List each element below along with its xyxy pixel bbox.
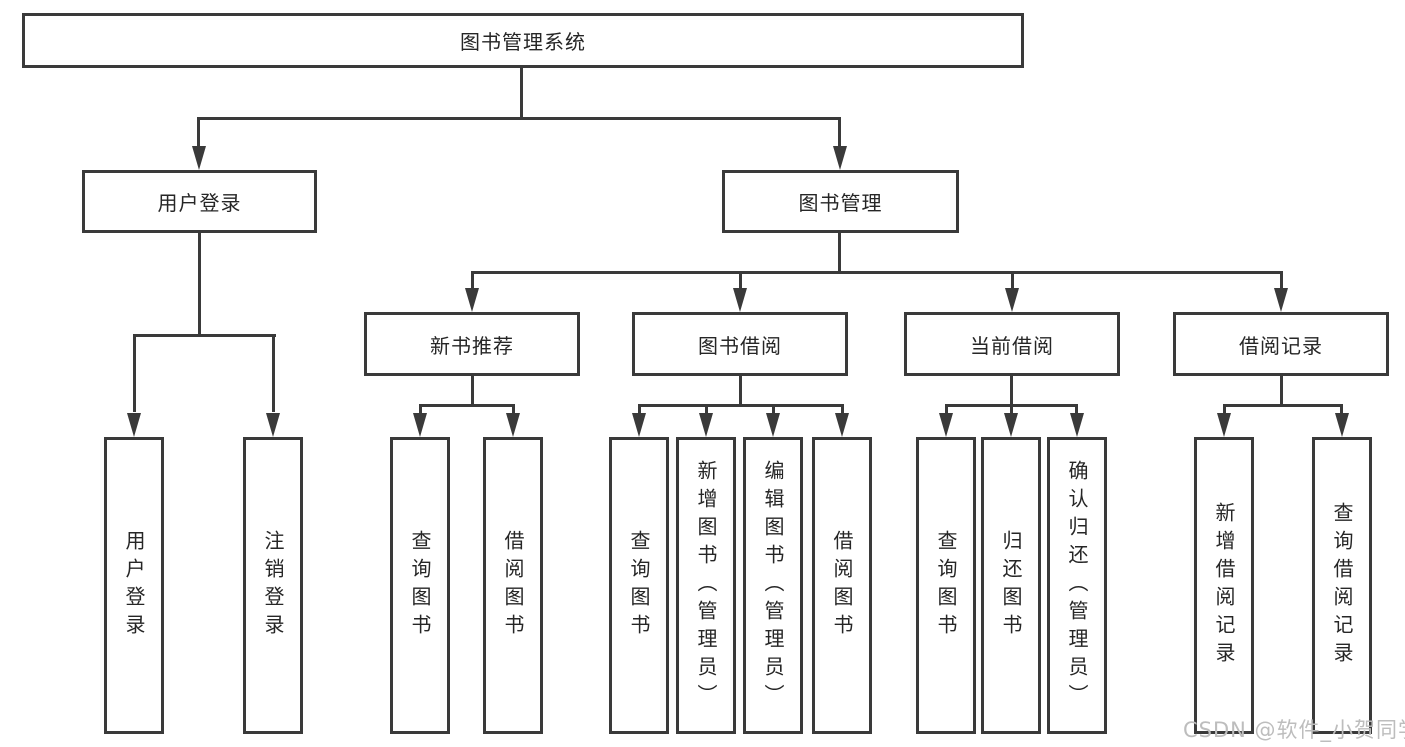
edge-g1-down xyxy=(471,376,474,407)
leaf-logout: 注销登录 xyxy=(243,437,303,734)
leaf-recommend-borrow-books-label: 借阅图书 xyxy=(501,529,525,642)
leaf-confirm-return-admin: 确认归还（管理员） xyxy=(1047,437,1107,734)
edge-g3-c1-stem xyxy=(945,404,948,416)
arrowhead-leaf-user-login xyxy=(127,413,141,437)
leaf-add-borrow-record: 新增借阅记录 xyxy=(1194,437,1254,734)
arrowhead-current-borrow xyxy=(1005,288,1019,312)
node-user-login-label: 用户登录 xyxy=(157,191,242,215)
node-new-book-recommend: 新书推荐 xyxy=(364,312,580,376)
leaf-user-login: 用户登录 xyxy=(104,437,164,734)
leaf-query-borrow-record-label: 查询借阅记录 xyxy=(1330,501,1354,670)
edge-g2-c3-stem xyxy=(772,404,775,416)
edge-g2-down xyxy=(739,376,742,407)
edge-g2-c1-stem xyxy=(638,404,641,416)
arrowhead-new-book-recommend xyxy=(465,288,479,312)
edge-mgmt-down xyxy=(838,233,841,274)
arrowhead-g4-c1 xyxy=(1217,413,1231,437)
leaf-current-query-books-label: 查询图书 xyxy=(934,529,958,642)
arrowhead-g3-c3 xyxy=(1070,413,1084,437)
node-current-borrow: 当前借阅 xyxy=(904,312,1120,376)
edge-g2-c4-stem xyxy=(841,404,844,416)
leaf-logout-label: 注销登录 xyxy=(261,529,285,642)
arrowhead-g2-c3 xyxy=(766,413,780,437)
arrowhead-g2-c2 xyxy=(699,413,713,437)
edge-g4-stub xyxy=(1280,271,1283,290)
edge-login-child2-stem xyxy=(272,334,275,412)
arrowhead-g1-c1 xyxy=(413,413,427,437)
edge-g3-down xyxy=(1010,376,1013,407)
arrowhead-g1-c2 xyxy=(506,413,520,437)
edge-level3-branch xyxy=(471,271,1283,274)
leaf-add-borrow-record-label: 新增借阅记录 xyxy=(1212,501,1236,670)
arrowhead-g4-c2 xyxy=(1335,413,1349,437)
edge-login-child1-stem xyxy=(133,334,136,412)
arrowhead-book-borrow xyxy=(733,288,747,312)
arrowhead-g3-c1 xyxy=(939,413,953,437)
edge-g3-c2-stem xyxy=(1010,404,1013,416)
arrowhead-g2-c1 xyxy=(632,413,646,437)
edge-g3-c3-stem xyxy=(1075,404,1078,416)
edge-level2-branch xyxy=(198,117,841,120)
edge-g4-c1-stem xyxy=(1223,404,1226,416)
leaf-add-books-admin: 新增图书（管理员） xyxy=(676,437,736,734)
leaf-recommend-query-books-label: 查询图书 xyxy=(408,529,432,642)
node-borrow-records: 借阅记录 xyxy=(1173,312,1389,376)
edge-login-branch xyxy=(133,334,276,337)
edge-g1-branch xyxy=(419,404,515,407)
leaf-borrow-query-books: 查询图书 xyxy=(609,437,669,734)
edge-g1-c2-stem xyxy=(512,404,515,416)
leaf-edit-books-admin: 编辑图书（管理员） xyxy=(743,437,803,734)
leaf-recommend-query-books: 查询图书 xyxy=(390,437,450,734)
edge-root-stem xyxy=(520,68,523,119)
arrowhead-g2-c4 xyxy=(835,413,849,437)
leaf-borrow-books: 借阅图书 xyxy=(812,437,872,734)
edge-g2-c2-stem xyxy=(705,404,708,416)
edge-g2-branch xyxy=(638,404,844,407)
node-book-borrow-label: 图书借阅 xyxy=(698,333,782,358)
node-book-borrow: 图书借阅 xyxy=(632,312,848,376)
arrowhead-leaf-logout xyxy=(266,413,280,437)
edge-g4-branch xyxy=(1223,404,1343,407)
node-book-management: 图书管理 xyxy=(722,170,959,233)
leaf-borrow-query-books-label: 查询图书 xyxy=(627,529,651,642)
edge-g3-stub xyxy=(1011,271,1014,290)
node-new-book-recommend-label: 新书推荐 xyxy=(430,333,514,358)
edge-book-mgmt-stem xyxy=(838,117,841,148)
leaf-confirm-return-admin-label: 确认归还（管理员） xyxy=(1065,459,1089,712)
arrowhead-user-login xyxy=(192,146,206,170)
edge-login-down xyxy=(198,233,201,337)
leaf-return-books: 归还图书 xyxy=(981,437,1041,734)
edge-g4-down xyxy=(1280,376,1283,407)
leaf-user-login-label: 用户登录 xyxy=(122,529,146,642)
edge-g1-c1-stem xyxy=(419,404,422,416)
leaf-edit-books-admin-label: 编辑图书（管理员） xyxy=(761,459,785,712)
edge-g2-stub xyxy=(739,271,742,290)
edge-g4-c2-stem xyxy=(1340,404,1343,416)
leaf-borrow-books-label: 借阅图书 xyxy=(830,529,854,642)
arrowhead-borrow-records xyxy=(1274,288,1288,312)
csdn-watermark: CSDN @软件_小贺同学 xyxy=(1183,718,1405,742)
node-root: 图书管理系统 xyxy=(22,13,1024,68)
node-current-borrow-label: 当前借阅 xyxy=(970,333,1054,358)
leaf-return-books-label: 归还图书 xyxy=(999,529,1023,642)
node-book-management-label: 图书管理 xyxy=(798,191,883,215)
leaf-query-borrow-record: 查询借阅记录 xyxy=(1312,437,1372,734)
leaf-current-query-books: 查询图书 xyxy=(916,437,976,734)
node-borrow-records-label: 借阅记录 xyxy=(1239,333,1323,358)
arrowhead-g3-c2 xyxy=(1004,413,1018,437)
node-user-login: 用户登录 xyxy=(82,170,317,233)
edge-user-login-stem xyxy=(197,117,200,148)
leaf-recommend-borrow-books: 借阅图书 xyxy=(483,437,543,734)
leaf-add-books-admin-label: 新增图书（管理员） xyxy=(694,459,718,712)
arrowhead-book-mgmt xyxy=(833,146,847,170)
node-root-label: 图书管理系统 xyxy=(460,30,586,54)
edge-g1-stub xyxy=(471,271,474,290)
